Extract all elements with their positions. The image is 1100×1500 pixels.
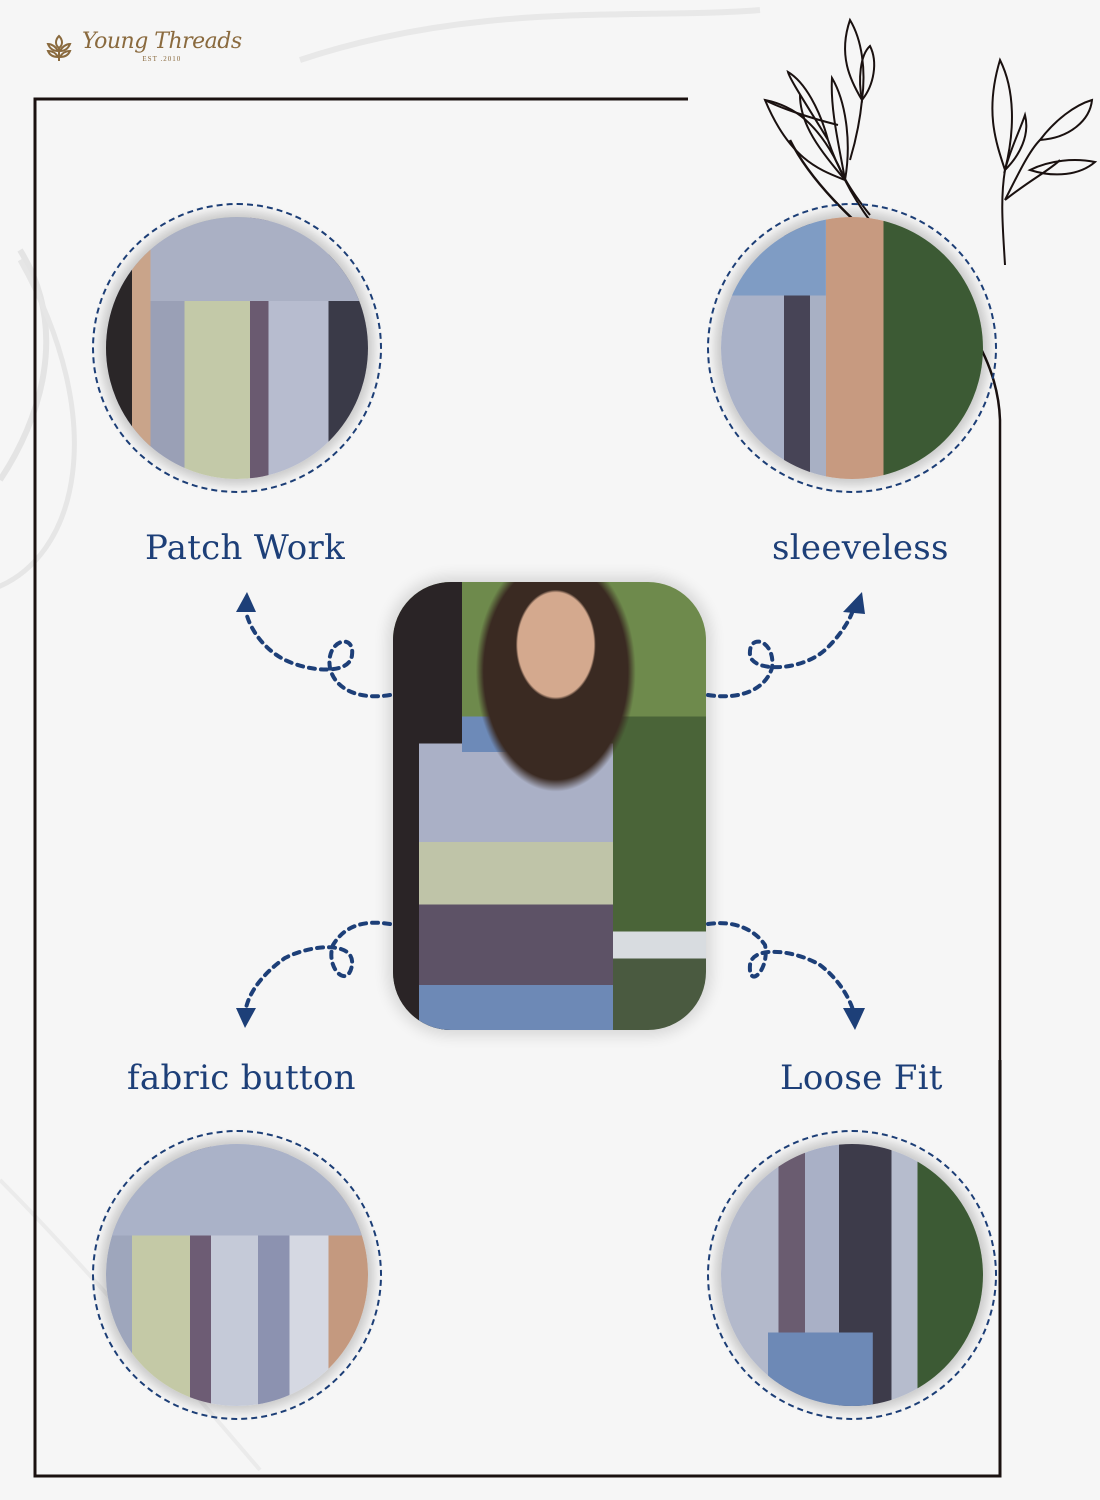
feature-label-patch-work: Patch Work <box>145 528 345 568</box>
brand-name: Young Threads <box>82 29 242 54</box>
button-placket-closeup-image <box>106 1144 368 1406</box>
feature-label-fabric-button: fabric button <box>127 1058 356 1098</box>
brand-established: EST .2010 <box>142 55 182 63</box>
feature-image-fabric-button <box>92 1130 382 1420</box>
brand-logo: Young Threads EST .2010 <box>42 30 242 64</box>
leaf-branch-icon <box>763 17 1098 266</box>
feature-label-sleeveless: sleeveless <box>772 528 949 568</box>
patchwork-closeup-image <box>106 217 368 479</box>
hem-pocket-closeup-image <box>721 1144 983 1406</box>
feature-image-loose-fit <box>707 1130 997 1420</box>
feature-label-loose-fit: Loose Fit <box>780 1058 943 1098</box>
feature-image-sleeveless <box>707 203 997 493</box>
center-model-photo <box>393 582 706 1030</box>
wheat-leaf-icon <box>46 34 72 61</box>
shoulder-closeup-image <box>721 217 983 479</box>
feature-image-patch-work <box>92 203 382 493</box>
model-image <box>393 582 706 1030</box>
